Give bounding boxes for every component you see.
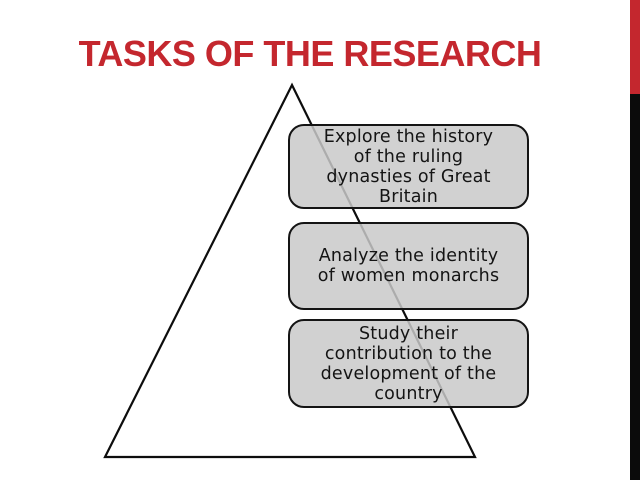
task-box-analyze-identity-label: Analyze the identity of women monarchs (317, 246, 500, 286)
task-box-explore-history-label: Explore the history of the ruling dynast… (323, 126, 494, 207)
accent-bar-red-segment (630, 0, 640, 94)
task-box-study-contribution-label: Study their contribution to the developm… (320, 323, 497, 404)
right-accent-bar (630, 0, 640, 480)
task-box-analyze-identity: Analyze the identity of women monarchs (288, 222, 529, 310)
accent-bar-black-segment (630, 94, 640, 480)
slide-title: TASKS OF THE RESEARCH (78, 33, 542, 74)
task-box-explore-history: Explore the history of the ruling dynast… (288, 124, 529, 209)
task-box-study-contribution: Study their contribution to the developm… (288, 319, 529, 408)
